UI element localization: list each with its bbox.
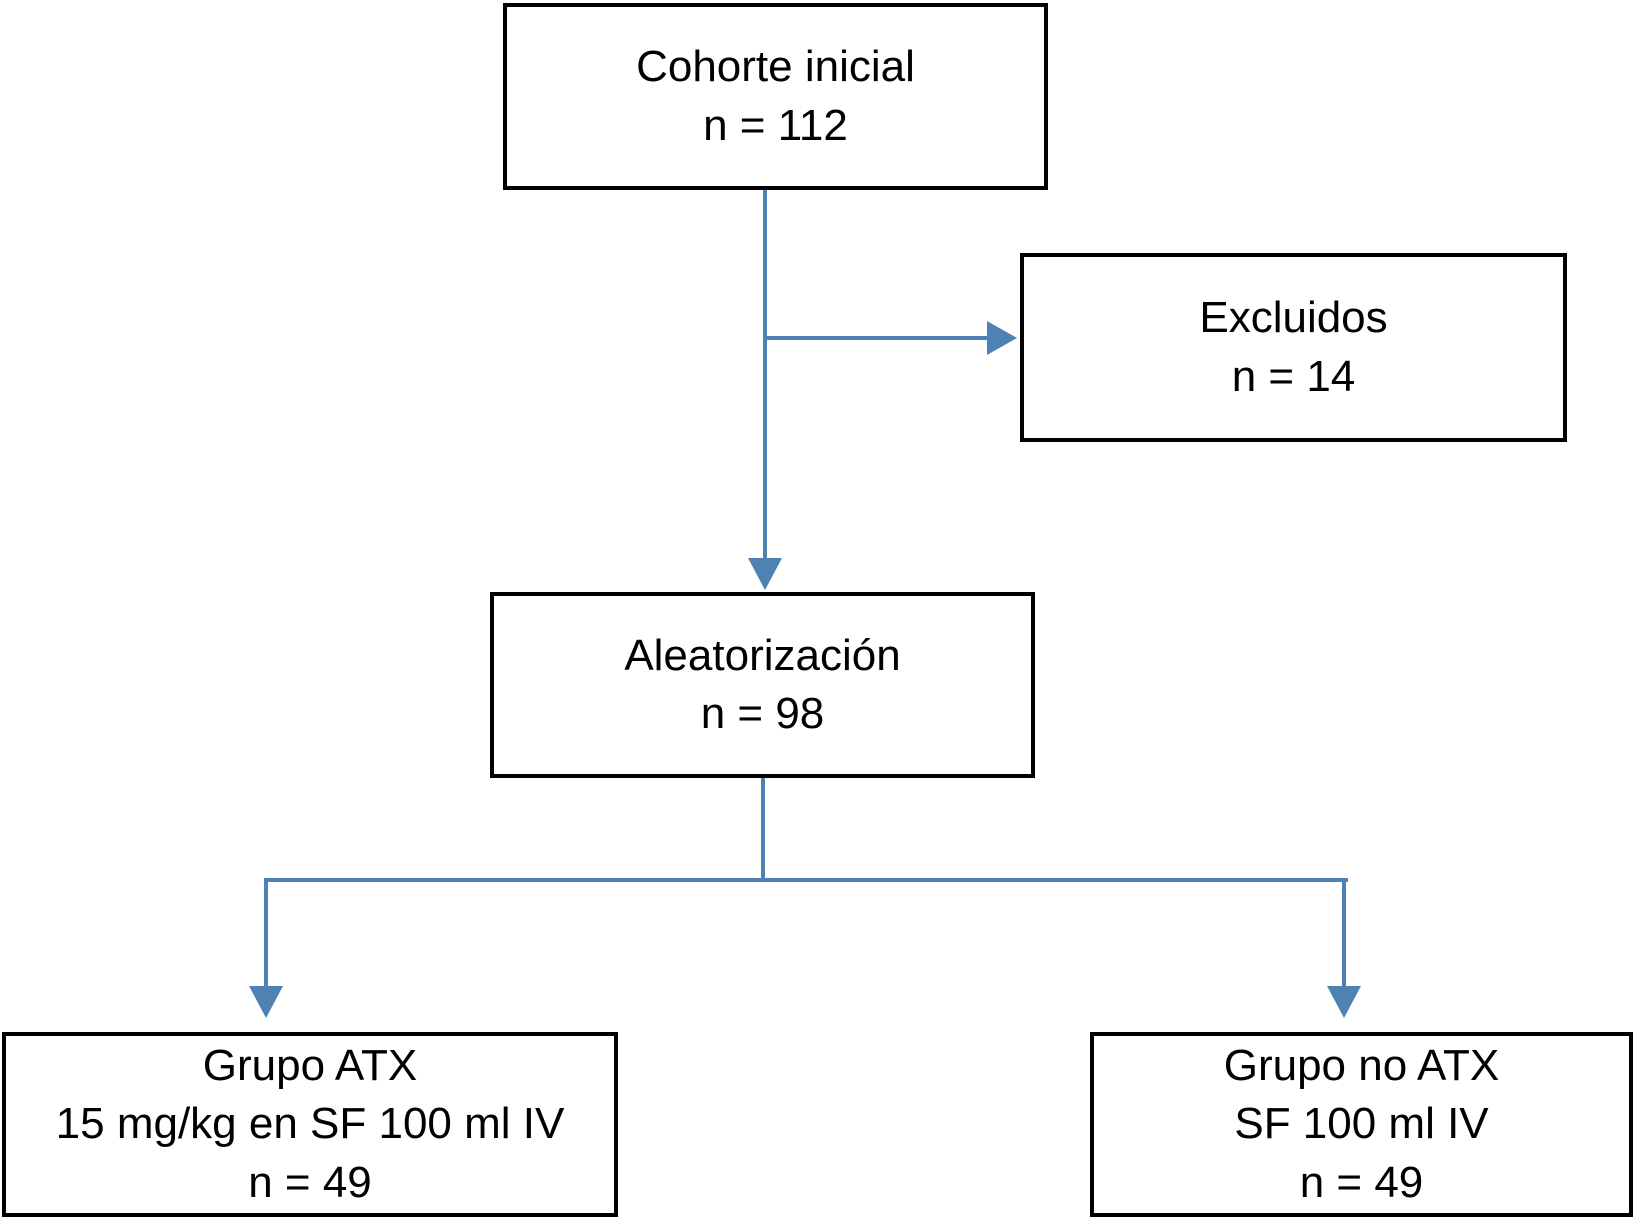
box-aleatorizacion-count: n = 98 [700, 689, 825, 738]
arrowhead-right-excluidos [987, 321, 1017, 355]
connector-branch-bar [264, 878, 1348, 882]
connector-branch-to-grupo-atx [264, 880, 268, 988]
arrowhead-down-aleatorizacion [748, 558, 782, 590]
box-grupo-atx-title: Grupo ATX [202, 1041, 418, 1091]
arrowhead-down-grupo-no-atx [1327, 986, 1361, 1018]
box-aleatorizacion: Aleatorización n = 98 [490, 592, 1035, 778]
box-aleatorizacion-title: Aleatorización [624, 630, 901, 680]
box-grupo-atx-dose: 15 mg/kg en SF 100 ml IV [55, 1099, 565, 1149]
box-cohorte-count: n = 112 [703, 100, 848, 150]
box-grupo-no-atx-count: n = 49 [1299, 1157, 1424, 1207]
connector-cohorte-to-aleatorizacion [763, 190, 767, 560]
connector-branch-to-grupo-no-atx [1342, 880, 1346, 988]
box-excluidos-count: n = 14 [1231, 351, 1356, 401]
box-cohorte-inicial: Cohorte inicial n = 112 [503, 3, 1048, 190]
box-grupo-no-atx: Grupo no ATX SF 100 ml IV n = 49 [1090, 1032, 1633, 1217]
connector-aleatorizacion-to-branch [761, 778, 765, 882]
box-grupo-no-atx-dose: SF 100 ml IV [1234, 1099, 1489, 1149]
connector-cohorte-to-excluidos [765, 336, 987, 340]
box-grupo-atx: Grupo ATX 15 mg/kg en SF 100 ml IV n = 4… [2, 1032, 618, 1217]
box-excluidos-title: Excluidos [1199, 293, 1388, 343]
box-grupo-no-atx-title: Grupo no ATX [1223, 1041, 1500, 1091]
arrowhead-down-grupo-atx [249, 986, 283, 1018]
box-cohorte-title: Cohorte inicial [636, 42, 915, 92]
box-grupo-atx-count: n = 49 [248, 1157, 372, 1207]
box-excluidos: Excluidos n = 14 [1020, 253, 1567, 442]
